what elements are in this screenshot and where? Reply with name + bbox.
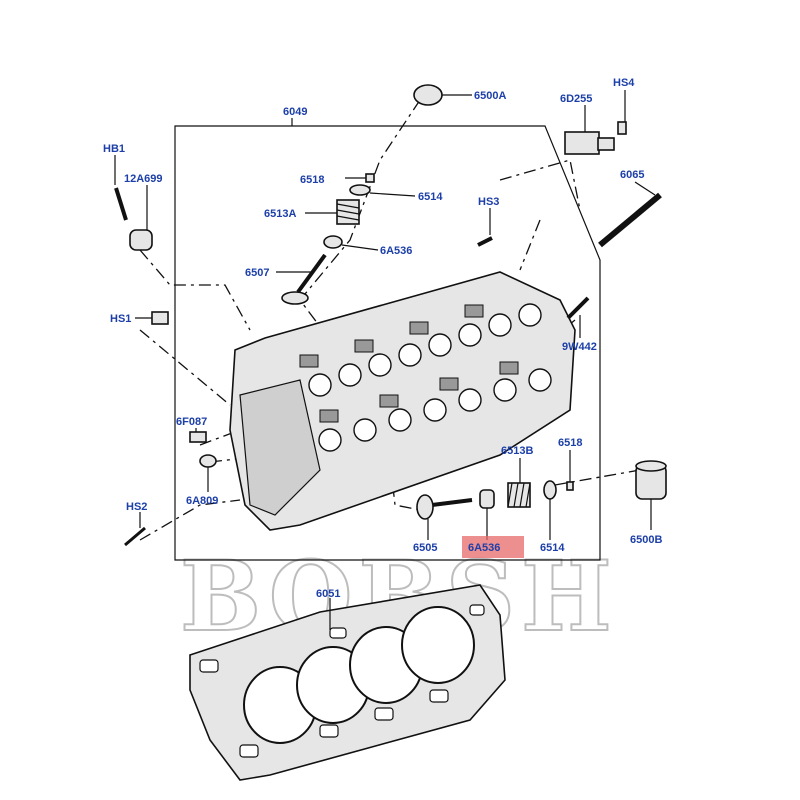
bracket-12A699 <box>129 185 153 251</box>
bolt-HS4 <box>617 90 627 135</box>
bolt-6065 <box>598 181 662 248</box>
highlight-box <box>462 536 524 558</box>
label-6F087: 6F087 <box>176 416 207 428</box>
valve-spring-6513B <box>507 458 531 508</box>
label-HS1: HS1 <box>110 313 131 325</box>
label-6505: 6505 <box>413 542 437 554</box>
label-6A536-top: 6A536 <box>380 245 412 257</box>
label-6500B: 6500B <box>630 534 662 546</box>
label-6518-top: 6518 <box>300 174 324 186</box>
label-HS3: HS3 <box>478 196 499 208</box>
label-6507: 6507 <box>245 267 269 279</box>
valve-collet-6518-top <box>345 173 375 183</box>
head-gasket-6051 <box>189 584 506 781</box>
label-HS2: HS2 <box>126 501 147 513</box>
label-6514-bottom: 6514 <box>540 542 565 554</box>
valve-seal-6A536-top <box>323 235 379 251</box>
sensor-6D255 <box>564 105 615 155</box>
label-6513A: 6513A <box>264 208 296 220</box>
label-6D255: 6D255 <box>560 93 592 105</box>
bolt-HS2 <box>124 512 146 547</box>
spring-retainer-6514-bottom <box>543 480 557 540</box>
label-6500A: 6500A <box>474 90 506 102</box>
exhaust-valve-6505 <box>416 494 473 540</box>
label-6518-bottom: 6518 <box>558 437 582 449</box>
label-9W442: 9W442 <box>562 341 597 353</box>
cylinder-head-frame <box>174 118 601 561</box>
bolt-HS3 <box>477 208 493 247</box>
label-6A809: 6A809 <box>186 495 218 507</box>
tappet-6500A <box>413 84 472 106</box>
spring-retainer-6514-top <box>349 184 416 197</box>
dowel-6A809 <box>199 454 217 492</box>
label-12A699: 12A699 <box>124 173 163 185</box>
plug-6F087 <box>189 428 207 443</box>
label-HS4: HS4 <box>613 77 635 89</box>
valve-collet-6518-bottom <box>566 450 574 491</box>
cylinder-head <box>229 271 576 531</box>
intake-valve-6507 <box>276 253 327 305</box>
label-6051: 6051 <box>316 588 340 600</box>
tappet-6500B <box>635 460 667 530</box>
bolt-HB1 <box>114 155 128 221</box>
valve-seal-6A536-bottom <box>479 489 495 540</box>
label-6049: 6049 <box>283 106 307 118</box>
label-6514-top: 6514 <box>418 191 443 203</box>
label-6513B: 6513B <box>501 445 533 457</box>
bolt-HS1 <box>135 311 169 325</box>
label-6065: 6065 <box>620 169 644 181</box>
bolt-9W442 <box>566 296 590 338</box>
label-HB1: HB1 <box>103 143 125 155</box>
part-labels: 6049 6500A 6D255 HS4 HB1 12A699 6518 651… <box>103 77 662 600</box>
valve-spring-6513A <box>305 199 360 225</box>
label-6A536-bottom: 6A536 <box>468 542 500 554</box>
